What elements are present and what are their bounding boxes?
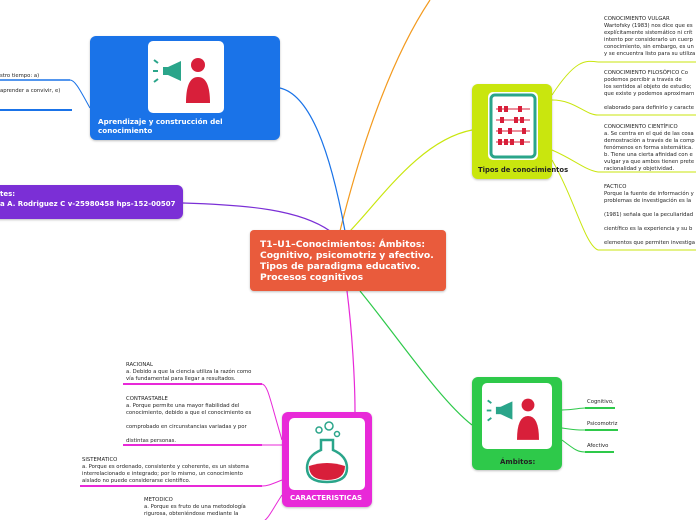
caracteristica-sistematico: SISTEMATICO a. Porque es ordenado, consi… bbox=[82, 457, 249, 484]
caracteristica-metodico: METODICO a. Porque es fruto de una metod… bbox=[144, 497, 246, 517]
connector-tipos bbox=[349, 129, 473, 232]
tipos-item-3-title: CONOCIMIENTO CIENTÍFICO bbox=[604, 124, 678, 130]
tipos-branch-1 bbox=[551, 60, 599, 96]
connector-aprendizaje-notes bbox=[69, 79, 91, 109]
estudiante-line-2: a A. Rodriguez C v-25980458 hps-152-0050… bbox=[0, 200, 176, 208]
caracteristica-racional: RACIONAL a. Debido a que la ciencia util… bbox=[126, 362, 252, 382]
tipos-branch-3 bbox=[551, 149, 599, 173]
topic-estudiante[interactable]: tes: a A. Rodriguez C v-25980458 hps-152… bbox=[0, 185, 183, 219]
tipos-item-3-text: a. Se centra en el qué de las cosa demos… bbox=[604, 131, 695, 172]
connector-ambitos bbox=[359, 290, 473, 426]
topic-tipos-label: Tipos de conocimientos bbox=[478, 166, 569, 174]
topic-aprendizaje-label: Aprendizaje y construcción del conocimie… bbox=[98, 117, 223, 135]
central-topic[interactable]: T1–U1–Conocimientos: Ámbitos: Cognitivo,… bbox=[250, 230, 446, 291]
connector-orange bbox=[339, 0, 431, 232]
tipos-branch-2 bbox=[551, 99, 599, 116]
connector-caracteristicas bbox=[346, 290, 356, 413]
ambitos-item-afectivo: Afectivo bbox=[587, 443, 609, 449]
ambitos-item-psicomotriz: Psicomotriz bbox=[587, 421, 618, 427]
aprendizaje-note-2: aprender a convivir, e) bbox=[0, 88, 61, 94]
tipos-branch-4 bbox=[551, 159, 599, 251]
tipos-item-2-text: podemos percibir a través de los sentido… bbox=[604, 77, 695, 111]
tipos-item-1-title: CONOCIMIENTO VULGAR bbox=[604, 16, 670, 22]
tipos-item-4-text: Porque la fuente de información y proble… bbox=[604, 191, 696, 246]
abacus-icon bbox=[488, 92, 538, 160]
topic-caracteristicas-label: CARACTERISTICAS bbox=[290, 494, 363, 502]
topic-ambitos[interactable]: Ámbitos: bbox=[472, 377, 562, 470]
caracteristica-contrastable: CONTRASTABLE a. Porque permite una mayor… bbox=[126, 396, 252, 444]
connector-estudiante bbox=[182, 202, 331, 232]
tipos-item-4-title: FACTICO bbox=[604, 184, 627, 190]
ambitos-item-cognitivo: Cognitivo, bbox=[587, 399, 614, 405]
topic-aprendizaje[interactable]: Aprendizaje y construcción del conocimie… bbox=[90, 36, 280, 140]
topic-caracteristicas[interactable]: CARACTERISTICAS bbox=[282, 412, 372, 507]
topic-tipos[interactable]: Tipos de conocimientos bbox=[472, 84, 568, 179]
megaphone-person-icon bbox=[148, 41, 224, 113]
connector-aprendizaje bbox=[279, 87, 346, 232]
tipos-item-1-text: Wartofsky (1983) nos dice que es explíci… bbox=[604, 23, 696, 57]
topic-ambitos-label: Ámbitos: bbox=[500, 458, 536, 466]
megaphone-person-icon bbox=[482, 383, 552, 449]
tipos-item-2-title: CONOCIMIENTO FILOSÓFICO Co bbox=[604, 70, 688, 76]
aprendizaje-note-1: stro tiempo: a) bbox=[0, 73, 40, 79]
flask-icon bbox=[289, 418, 365, 490]
estudiante-line-1: tes: bbox=[0, 190, 16, 198]
central-topic-title: T1–U1–Conocimientos: Ámbitos: Cognitivo,… bbox=[260, 239, 434, 283]
